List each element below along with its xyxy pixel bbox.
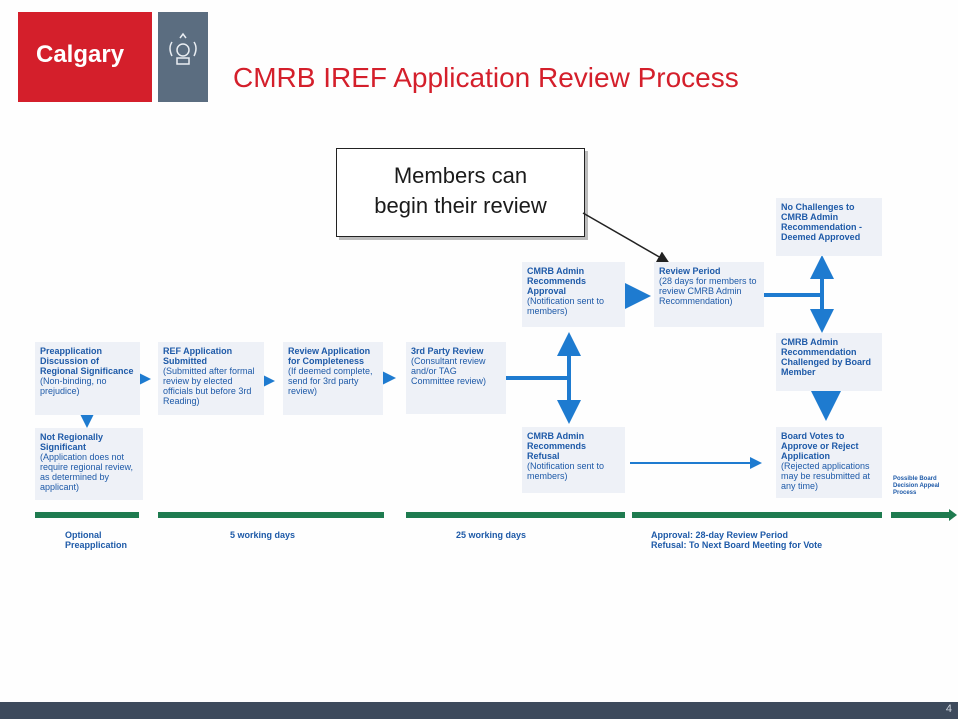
approval-heading: CMRB Admin Recommends Approval (527, 266, 587, 296)
not-sig-heading: Not Regionally Significant (40, 432, 104, 452)
box-application-submitted: REF Application Submitted (Submitted aft… (158, 342, 264, 415)
logo-text: Calgary (36, 41, 125, 68)
third-party-body: (Consultant review and/or TAG Committee … (411, 356, 487, 386)
callout-box: Members can begin their review (336, 148, 585, 237)
refusal-heading: CMRB Admin Recommends Refusal (527, 431, 587, 461)
calgary-crest-icon (158, 12, 208, 102)
box-completeness: Review Application for Completeness (If … (283, 342, 383, 415)
approval-body: (Notification sent to members) (527, 296, 605, 316)
preapp-heading: Preapplication Discussion of Regional Si… (40, 346, 134, 376)
callout-line-1: Members can (393, 163, 528, 188)
footer-bar: 4 (0, 702, 958, 719)
appeal-label: Possible Board Decision Appeal Process (893, 476, 940, 496)
challenged-heading: CMRB Admin Recommendation Challenged by … (781, 337, 872, 377)
timeline-optional-label: Optional Preapplication (65, 530, 128, 550)
box-preapplication: Preapplication Discussion of Regional Si… (35, 342, 140, 415)
box-recommends-approval: CMRB Admin Recommends Approval (Notifica… (522, 262, 625, 327)
board-votes-body: (Rejected applications may be resubmitte… (781, 461, 871, 491)
timeline-bar-twentyfive-days (406, 512, 625, 518)
box-board-votes: Board Votes to Approve or Reject Applica… (776, 427, 882, 498)
box-recommends-refusal: CMRB Admin Recommends Refusal (Notificat… (522, 427, 625, 493)
timeline-twentyfive-days-label: 25 working days (456, 530, 527, 540)
timeline-bar-appeal (891, 512, 951, 518)
box-not-significant: Not Regionally Significant (Application … (35, 428, 143, 500)
completeness-body: (If deemed complete, send for 3rd party … (288, 366, 373, 396)
board-votes-heading: Board Votes to Approve or Reject Applica… (781, 431, 859, 461)
third-party-heading: 3rd Party Review (411, 346, 484, 356)
page-number: 4 (945, 703, 952, 715)
logo-red-block: Calgary (18, 12, 152, 102)
callout-arrow (582, 212, 670, 263)
timeline-bar-five-days (158, 512, 384, 518)
submitted-body: (Submitted after formal review by electe… (163, 366, 255, 406)
box-review-period: Review Period (28 days for members to re… (654, 262, 764, 327)
callout-text: Members can begin their review (337, 161, 584, 221)
calgary-logo: Calgary (18, 12, 208, 102)
box-challenged: CMRB Admin Recommendation Challenged by … (776, 333, 882, 391)
box-no-challenges: No Challenges to CMRB Admin Recommendati… (776, 198, 882, 256)
submitted-heading: REF Application Submitted (163, 346, 233, 366)
timeline-approval-label: Approval: 28-day Review Period (651, 530, 789, 540)
review-period-heading: Review Period (659, 266, 721, 276)
no-challenges-heading: No Challenges to CMRB Admin Recommendati… (781, 202, 863, 242)
not-sig-body: (Application does not require regional r… (40, 452, 134, 492)
timeline-five-days-label: 5 working days (230, 530, 296, 540)
callout-line-2: begin their review (374, 193, 547, 218)
page-title: CMRB IREF Application Review Process (233, 62, 739, 93)
timeline-bar-approval (632, 512, 882, 518)
timeline-refusal-label: Refusal: To Next Board Meeting for Vote (651, 540, 823, 550)
timeline-bar-optional (35, 512, 139, 518)
preapp-body: (Non-binding, no prejudice) (40, 376, 107, 396)
review-period-body: (28 days for members to review CMRB Admi… (659, 276, 757, 306)
completeness-heading: Review Application for Completeness (288, 346, 371, 366)
refusal-body: (Notification sent to members) (527, 461, 605, 481)
box-third-party-review: 3rd Party Review (Consultant review and/… (406, 342, 506, 414)
